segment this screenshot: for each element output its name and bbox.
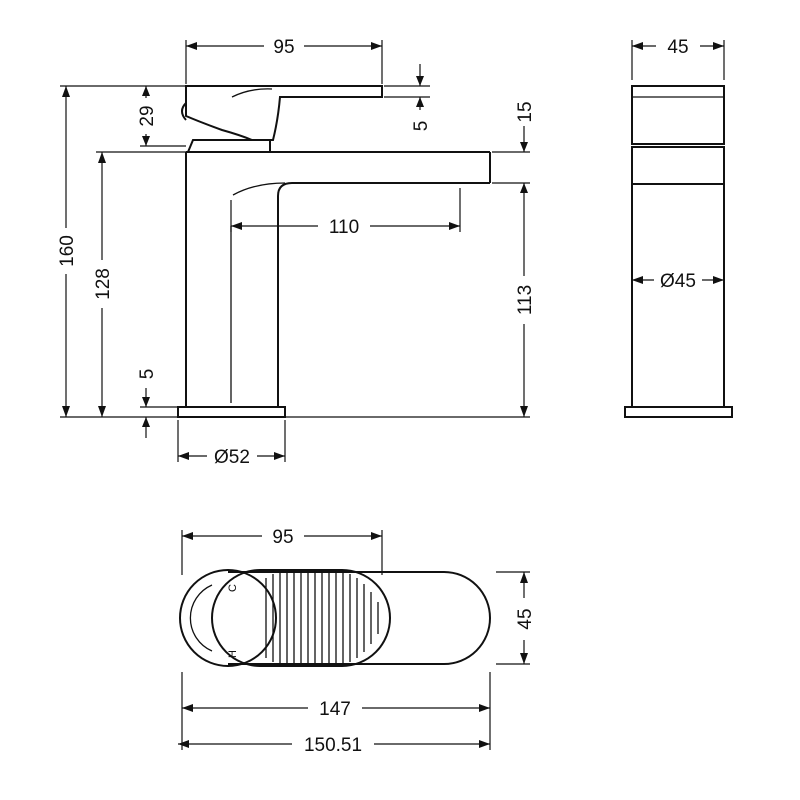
dim-label-spout-thickness: 15 <box>515 101 536 122</box>
dim-plan-handle-length: 95 <box>182 527 382 548</box>
dim-label-handle-length: 95 <box>273 37 294 58</box>
dim-base-plate: 5 <box>137 369 158 438</box>
dim-spout-height: 128 <box>93 152 114 417</box>
dim-total-height: 160 <box>57 86 78 417</box>
tap-body-outline <box>177 85 491 418</box>
dim-spout-thickness: 15 <box>515 101 536 200</box>
dim-plan-width: 45 <box>515 572 536 664</box>
extension-lines <box>60 40 530 462</box>
dim-label-overall-length: 150.51 <box>304 735 362 756</box>
dim-spout-clearance: 113 <box>515 200 536 417</box>
hot-marker: H <box>227 650 239 658</box>
handle-grip-texture <box>265 571 379 665</box>
plan-outline <box>179 569 491 667</box>
dim-base-diameter: Ø52 <box>178 447 285 468</box>
dim-label-spout-reach: 110 <box>329 217 359 238</box>
dim-handle-height: 29 <box>137 86 158 146</box>
dim-label-handle-height: 29 <box>137 105 158 126</box>
dim-label-spout-length: 147 <box>319 699 351 720</box>
dim-side-width: 45 <box>632 37 724 58</box>
dim-label-base-plate: 5 <box>137 369 158 380</box>
dim-handle-length: 95 <box>186 37 382 58</box>
front-view: 95 160 29 128 <box>57 37 536 468</box>
dim-label-plan-width: 45 <box>515 608 536 629</box>
dim-spout-length: 147 <box>182 699 490 720</box>
dim-overall-length: 150.51 <box>178 735 490 756</box>
cold-marker: C <box>227 584 239 592</box>
plan-view: C H 95 45 147 <box>178 527 536 756</box>
dim-spout-reach: 110 <box>231 217 460 238</box>
side-body-outline <box>624 85 733 418</box>
dim-label-plan-handle-length: 95 <box>272 527 293 548</box>
side-view: 45 Ø45 <box>624 37 733 418</box>
dim-label-total-height: 160 <box>57 235 78 267</box>
dim-handle-thickness: 5 <box>411 64 432 131</box>
dim-label-body-diameter: Ø45 <box>660 271 696 292</box>
dim-label-base-diameter: Ø52 <box>214 447 250 468</box>
dim-label-handle-thickness: 5 <box>411 121 432 132</box>
dim-label-spout-clearance: 113 <box>515 285 536 315</box>
dim-body-diameter: Ø45 <box>632 271 724 292</box>
dim-label-side-width: 45 <box>667 37 688 58</box>
dim-label-spout-height: 128 <box>93 268 114 300</box>
